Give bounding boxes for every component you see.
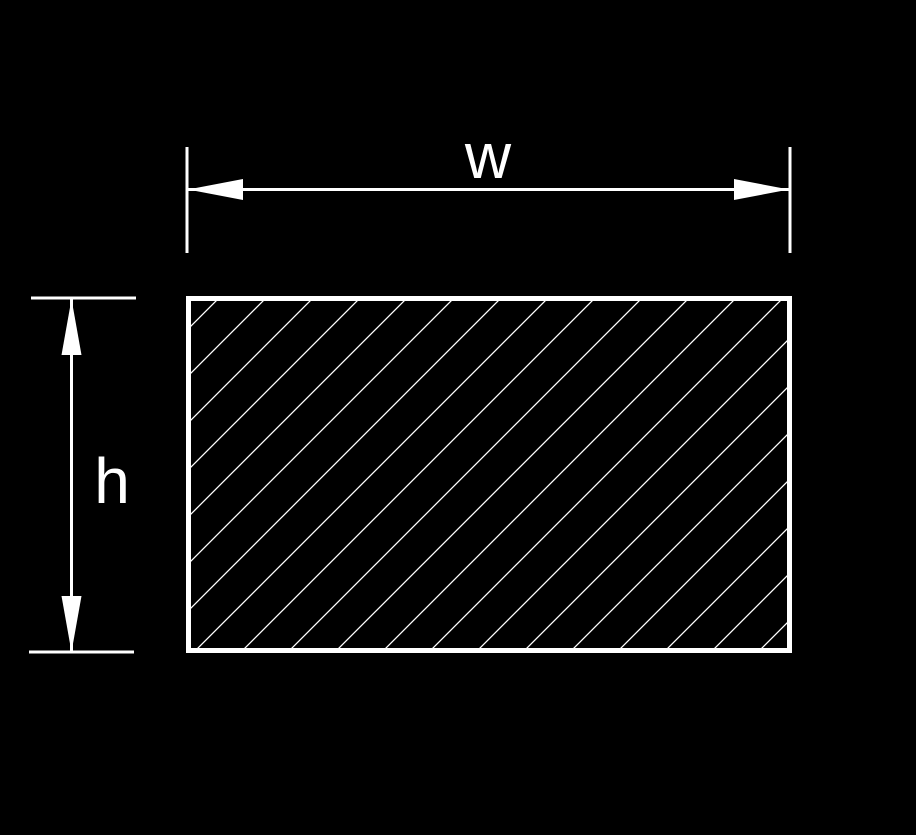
- height-arrowhead-down-icon: [61, 596, 82, 652]
- width-label: w: [464, 120, 512, 192]
- width-arrowhead-left-icon: [188, 179, 243, 200]
- height-dimension: h: [29, 296, 136, 654]
- height-label: h: [94, 445, 130, 517]
- width-dimension: w: [185, 120, 792, 253]
- width-arrowhead-right-icon: [734, 179, 789, 200]
- height-arrowhead-up-icon: [61, 299, 82, 355]
- cross-section-rectangle: [186, 296, 792, 653]
